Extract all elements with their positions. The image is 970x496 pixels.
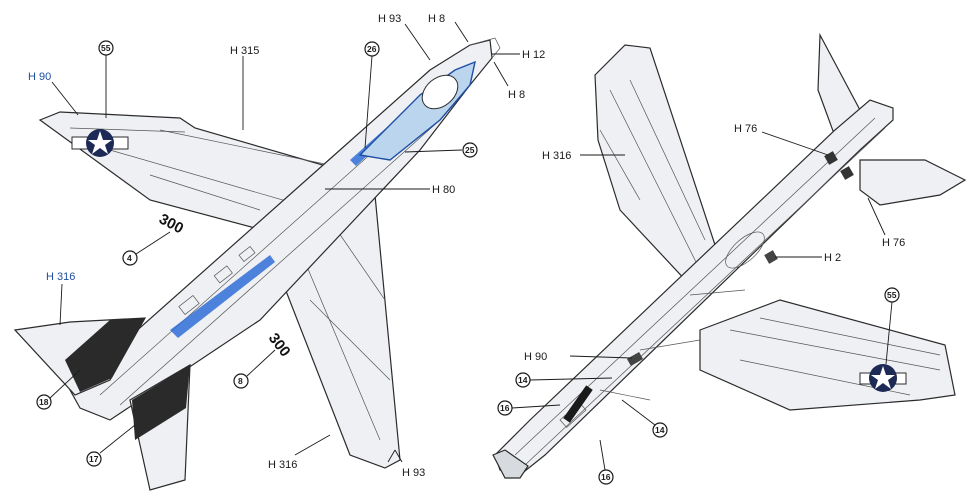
callout-26: 26 [367, 44, 377, 54]
callout-14-b: 14 [655, 425, 665, 435]
right-view-labels: H 316 H 76 H 76 H 2 H 90 55 14 14 16 16 [497, 123, 905, 485]
wing-code-upper: 300 [156, 211, 186, 238]
right-view-right-wing [699, 299, 956, 411]
callout-4: 4 [127, 253, 132, 263]
callout-14-a: 14 [518, 375, 528, 385]
left-view-insignia [71, 129, 129, 157]
callout-55-right: 55 [887, 290, 897, 300]
label-h80: H 80 [432, 184, 455, 196]
label-h316-right: H 316 [542, 150, 571, 162]
label-h93-tip: H 93 [402, 467, 425, 479]
label-h8-side: H 8 [508, 89, 525, 101]
label-h316-bottom: H 316 [268, 459, 297, 471]
label-h316-tail: H 316 [46, 271, 75, 283]
callout-16-a: 16 [500, 403, 510, 413]
label-h93-nose: H 93 [378, 13, 401, 25]
stabilizer-dark-right [132, 365, 190, 440]
callout-17: 17 [89, 454, 99, 464]
callout-18: 18 [39, 397, 49, 407]
stabilizer-dark-left [65, 318, 145, 392]
label-h315: H 315 [230, 45, 259, 57]
right-view-left-wing [594, 44, 721, 286]
label-h90-wingtip: H 90 [28, 71, 51, 83]
right-view-insignia [859, 364, 907, 392]
callout-16-b: 16 [601, 472, 611, 482]
fuselage-stripe [170, 255, 275, 338]
label-h8-top: H 8 [428, 13, 445, 25]
callout-55-left: 55 [101, 43, 111, 53]
right-aircraft-view [492, 32, 967, 479]
callout-8: 8 [238, 376, 243, 386]
label-h90-right: H 90 [524, 351, 547, 363]
label-h12: H 12 [522, 49, 545, 61]
ventral-black-part [563, 385, 593, 423]
callout-25: 25 [465, 145, 475, 155]
right-view-stabilizer [859, 159, 967, 206]
label-h2: H 2 [824, 252, 841, 264]
left-view-labels: H 90 H 315 H 93 H 8 H 12 H 8 H 80 H 316 … [28, 13, 545, 479]
label-h76-top: H 76 [734, 123, 757, 135]
label-h76-side: H 76 [882, 237, 905, 249]
left-aircraft-view: 300 300 [13, 37, 501, 491]
